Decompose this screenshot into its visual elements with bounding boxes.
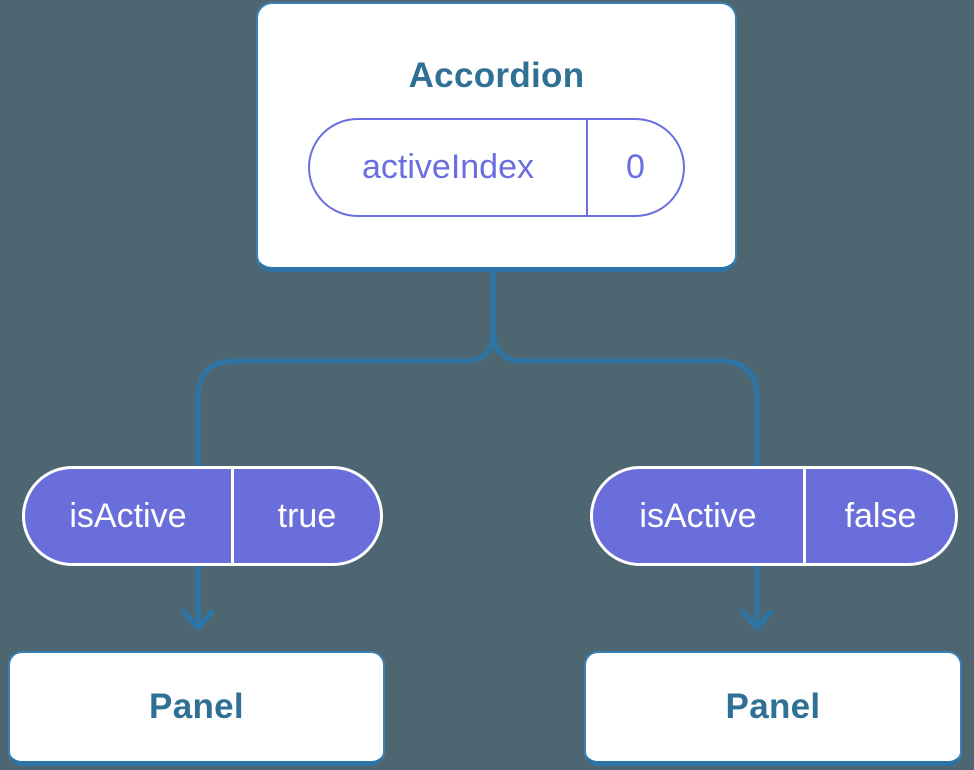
state-pill-activeindex: activeIndex 0 — [308, 118, 685, 217]
branch-left-path — [195, 268, 496, 469]
state-pill-divider — [586, 120, 589, 215]
panel-card-title: Panel — [149, 687, 244, 726]
state-pill-name: activeIndex — [362, 148, 534, 186]
prop-pill-value: true — [277, 496, 337, 535]
arrow-right-head — [740, 609, 774, 631]
accordion-card-title: Accordion — [408, 56, 585, 95]
arrow-left-head — [181, 609, 215, 631]
panel-card-left: Panel — [8, 651, 385, 766]
accordion-card: Accordion activeIndex 0 — [256, 2, 737, 272]
panel-card-right: Panel — [584, 651, 962, 766]
prop-pill-divider — [230, 469, 234, 563]
state-pill-value: 0 — [626, 148, 645, 186]
branch-right-path — [491, 268, 760, 469]
prop-pill-value: false — [844, 496, 917, 535]
prop-pill-name: isActive — [639, 496, 757, 535]
panel-card-title: Panel — [725, 687, 821, 726]
prop-pill-isactive-false: isActive false — [590, 466, 958, 566]
prop-pill-isactive-true: isActive true — [22, 466, 383, 566]
prop-pill-name: isActive — [69, 496, 187, 535]
prop-pill-divider — [802, 469, 806, 563]
